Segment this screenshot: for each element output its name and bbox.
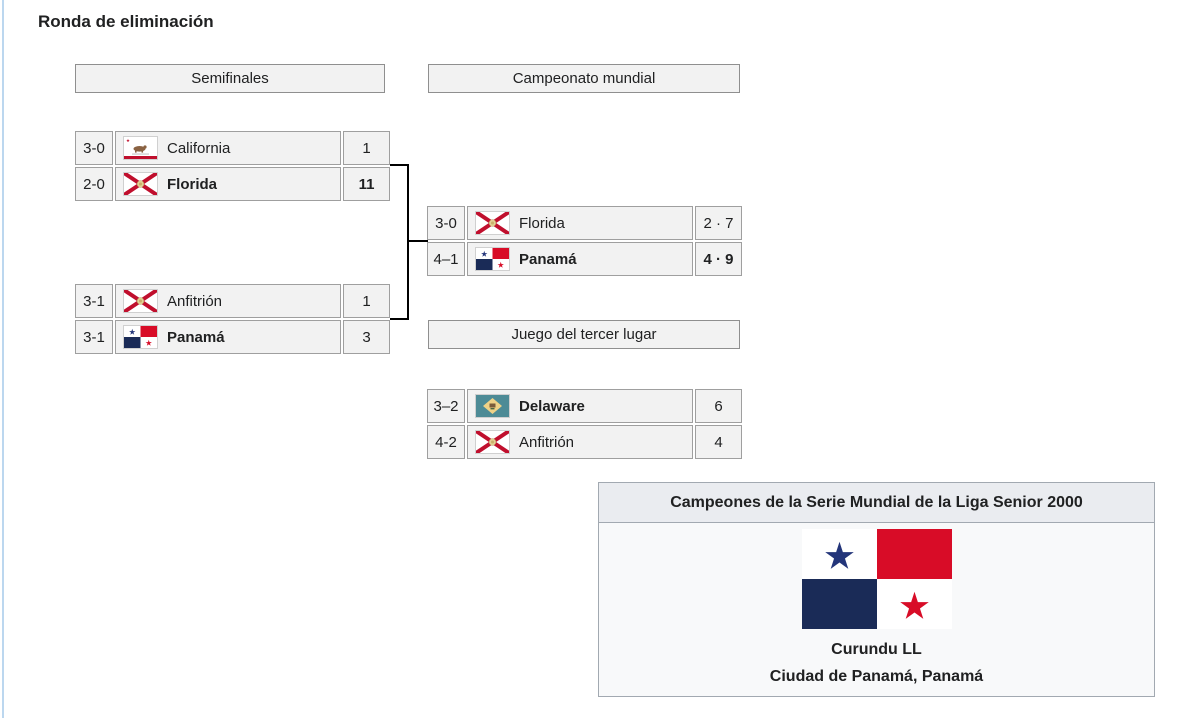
match-thirdplace-row-host: 4-2 Anfitrión 4 xyxy=(427,425,742,459)
panama-flag-icon xyxy=(802,529,952,629)
champion-box: Campeones de la Serie Mundial de la Liga… xyxy=(598,482,1155,697)
round-header-semifinals: Semifinales xyxy=(75,64,385,93)
team-name: Panamá xyxy=(519,250,577,268)
series-record: 4-2 xyxy=(427,425,465,459)
delaware-flag-icon xyxy=(475,394,510,418)
team-name: Florida xyxy=(167,175,218,193)
game-score: 1 xyxy=(343,284,390,318)
panama-flag-icon xyxy=(123,325,158,349)
series-record: 2-0 xyxy=(75,167,113,201)
team-name: Delaware xyxy=(519,397,585,415)
florida-flag-icon xyxy=(123,172,158,196)
series-record: 3-0 xyxy=(75,131,113,165)
team-name: Panamá xyxy=(167,328,225,346)
team-cell: California xyxy=(115,131,341,165)
team-name: Florida xyxy=(519,214,565,232)
content-left-border xyxy=(2,0,4,718)
team-cell: Panamá xyxy=(115,320,341,354)
bracket-line-vertical xyxy=(407,164,409,320)
florida-flag-icon xyxy=(475,211,510,235)
team-cell: Florida xyxy=(467,206,693,240)
team-cell: Florida xyxy=(115,167,341,201)
champion-box-header: Campeones de la Serie Mundial de la Liga… xyxy=(599,483,1154,523)
match-semifinal1-row-florida: 2-0 Florida 11 xyxy=(75,167,390,201)
series-record: 3-1 xyxy=(75,284,113,318)
match-thirdplace-row-delaware: 3–2 Delaware 6 xyxy=(427,389,742,423)
florida-flag-icon xyxy=(123,289,158,313)
match-semifinal1-row-california: 3-0 California 1 xyxy=(75,131,390,165)
game-score: 11 xyxy=(343,167,390,201)
section-title: Ronda de eliminación xyxy=(38,12,214,31)
series-record: 3-0 xyxy=(427,206,465,240)
team-cell: Anfitrión xyxy=(115,284,341,318)
series-record: 3–2 xyxy=(427,389,465,423)
match-semifinal2-row-panama: 3-1 Panamá 3 xyxy=(75,320,390,354)
round-header-third-place: Juego del tercer lugar xyxy=(428,320,740,349)
game-score: 2 · 7 xyxy=(695,206,742,240)
team-name: Anfitrión xyxy=(167,292,223,310)
champion-box-body: Curundu LL Ciudad de Panamá, Panamá xyxy=(599,523,1154,696)
team-cell: Anfitrión xyxy=(467,425,693,459)
bracket-line-to-final xyxy=(407,240,428,242)
match-final-row-florida: 3-0 Florida 2 · 7 xyxy=(427,206,742,240)
champion-team-name: Curundu LL xyxy=(831,641,922,658)
team-name: California xyxy=(167,139,231,157)
bracket-line-sf2 xyxy=(390,318,409,320)
champion-team-location: Ciudad de Panamá, Panamá xyxy=(769,668,984,685)
game-score: 4 xyxy=(695,425,742,459)
team-cell: Panamá xyxy=(467,242,693,276)
game-score: 6 xyxy=(695,389,742,423)
game-score: 4 · 9 xyxy=(695,242,742,276)
round-header-world-championship: Campeonato mundial xyxy=(428,64,740,93)
florida-flag-icon xyxy=(475,430,510,454)
match-semifinal2-row-host: 3-1 Anfitrión 1 xyxy=(75,284,390,318)
california-flag-icon xyxy=(123,136,158,160)
game-score: 3 xyxy=(343,320,390,354)
game-score: 1 xyxy=(343,131,390,165)
bracket-line-sf1 xyxy=(390,164,409,166)
series-record: 3-1 xyxy=(75,320,113,354)
team-name: Anfitrión xyxy=(519,433,575,451)
team-cell: Delaware xyxy=(467,389,693,423)
panama-flag-icon xyxy=(475,247,510,271)
series-record: 4–1 xyxy=(427,242,465,276)
match-final-row-panama: 4–1 Panamá 4 · 9 xyxy=(427,242,742,276)
